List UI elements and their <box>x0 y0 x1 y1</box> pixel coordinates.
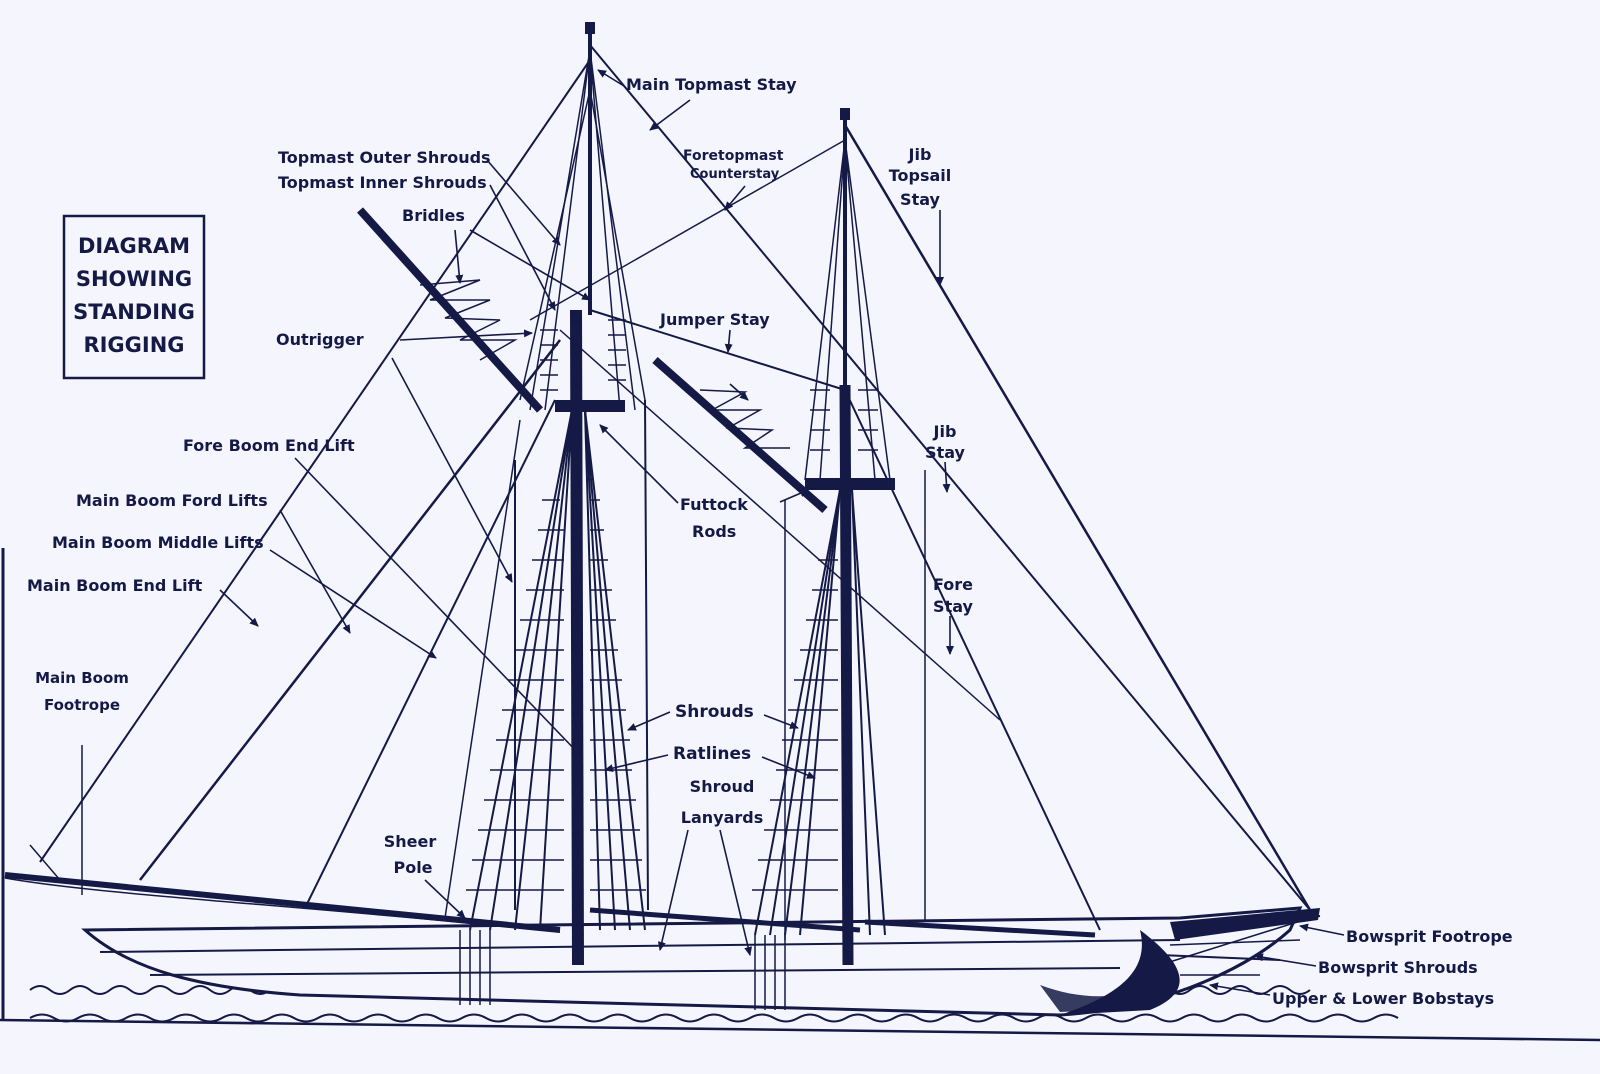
label-topmast-inner-shrouds: Topmast Inner Shrouds <box>278 173 487 192</box>
label-bowsprit-shrouds: Bowsprit Shrouds <box>1318 958 1478 977</box>
label-main-boom: Main Boom <box>35 669 129 687</box>
label-stay-2: Stay <box>925 443 965 462</box>
label-footrope: Footrope <box>44 696 120 714</box>
stays <box>30 45 1310 930</box>
label-stay-3: Stay <box>933 597 973 616</box>
label-fore: Fore <box>933 575 973 594</box>
label-pole: Pole <box>393 858 432 877</box>
label-rods: Rods <box>692 522 736 541</box>
label-jumper-stay: Jumper Stay <box>659 310 770 329</box>
label-futtock: Futtock <box>680 495 748 514</box>
labels: Main Topmast Stay Topmast Outer Shrouds … <box>27 75 1513 1008</box>
label-upper-lower-bobstays: Upper & Lower Bobstays <box>1272 989 1494 1008</box>
title-line-1: DIAGRAM <box>78 234 190 258</box>
label-shrouds: Shrouds <box>675 702 754 722</box>
label-main-boom-end-lift: Main Boom End Lift <box>27 576 203 595</box>
title-line-2: SHOWING <box>76 267 192 291</box>
main-outrigger <box>360 210 540 410</box>
title-line-3: STANDING <box>73 300 195 324</box>
label-lanyards: Lanyards <box>681 808 763 827</box>
label-topmast-outer-shrouds: Topmast Outer Shrouds <box>278 148 491 167</box>
label-ratlines: Ratlines <box>673 744 751 764</box>
label-fore-boom-end-lift: Fore Boom End Lift <box>183 436 355 455</box>
label-main-topmast-stay: Main Topmast Stay <box>626 75 797 94</box>
label-topsail: Topsail <box>889 166 952 185</box>
fore-mast <box>752 108 925 1010</box>
title-box: DIAGRAM SHOWING STANDING RIGGING <box>64 216 204 378</box>
label-sheer: Sheer <box>384 832 437 851</box>
label-foretopmast: Foretopmast <box>683 148 784 164</box>
label-counterstay: Counterstay <box>690 167 780 182</box>
label-main-boom-middle-lifts: Main Boom Middle Lifts <box>52 533 264 552</box>
label-shroud: Shroud <box>690 777 755 796</box>
title-line-4: RIGGING <box>83 333 184 357</box>
label-jib-1: Jib <box>908 145 932 164</box>
label-stay-1: Stay <box>900 190 940 209</box>
main-mast <box>460 22 648 1005</box>
main-boom <box>5 745 560 932</box>
label-main-boom-ford-lifts: Main Boom Ford Lifts <box>76 491 268 510</box>
fore-outrigger <box>655 360 825 510</box>
label-bowsprit-footrope: Bowsprit Footrope <box>1346 927 1513 946</box>
hull <box>85 908 1300 1015</box>
label-jib-2: Jib <box>933 422 957 441</box>
label-outrigger: Outrigger <box>276 330 364 349</box>
label-bridles: Bridles <box>402 206 465 225</box>
